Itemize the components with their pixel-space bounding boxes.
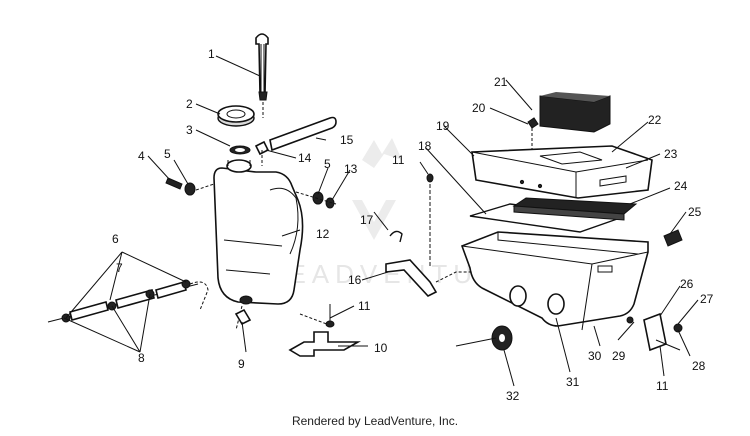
callout-13: 13 (344, 162, 358, 176)
callout-18: 18 (418, 139, 432, 153)
callout-19: 19 (436, 119, 450, 133)
fuel-tank-assembly (47, 33, 403, 357)
callout-11-bottom: 11 (656, 379, 669, 393)
leader-lines (63, 55, 699, 387)
callout-5-left: 5 (164, 147, 171, 161)
callout-16: 16 (348, 273, 362, 287)
callout-17: 17 (360, 213, 374, 227)
callout-4: 4 (138, 149, 145, 163)
air-box-assembly (385, 92, 683, 352)
footer-credit: Rendered by LeadVenture, Inc. (291, 414, 459, 428)
callout-8: 8 (138, 351, 145, 365)
callout-23: 23 (664, 147, 678, 161)
callout-24: 24 (674, 179, 688, 193)
callout-32: 32 (506, 389, 520, 403)
callout-11-top: 11 (392, 153, 405, 167)
callout-7: 7 (116, 261, 123, 275)
callout-21: 21 (494, 75, 508, 89)
callout-12: 12 (316, 227, 330, 241)
callout-3: 3 (186, 123, 193, 137)
callout-10: 10 (374, 341, 388, 355)
callout-2: 2 (186, 97, 193, 111)
callout-31: 31 (566, 375, 580, 389)
callout-9: 9 (238, 357, 245, 371)
callout-15: 15 (340, 133, 354, 147)
callout-26: 26 (680, 277, 694, 291)
callout-29: 29 (612, 349, 626, 363)
callout-30: 30 (588, 349, 602, 363)
callout-27: 27 (700, 292, 714, 306)
callout-11-middle: 11 (358, 299, 371, 313)
callout-20: 20 (472, 101, 486, 115)
callout-14: 14 (298, 151, 312, 165)
callout-labels: 1 2 3 4 5 5 6 7 8 9 10 11 11 11 12 13 14… (112, 47, 714, 403)
callout-22: 22 (648, 113, 662, 127)
callout-5-right: 5 (324, 157, 331, 171)
callout-25: 25 (688, 205, 702, 219)
callout-6: 6 (112, 232, 119, 246)
callout-1: 1 (208, 47, 215, 61)
callout-28: 28 (692, 359, 706, 373)
